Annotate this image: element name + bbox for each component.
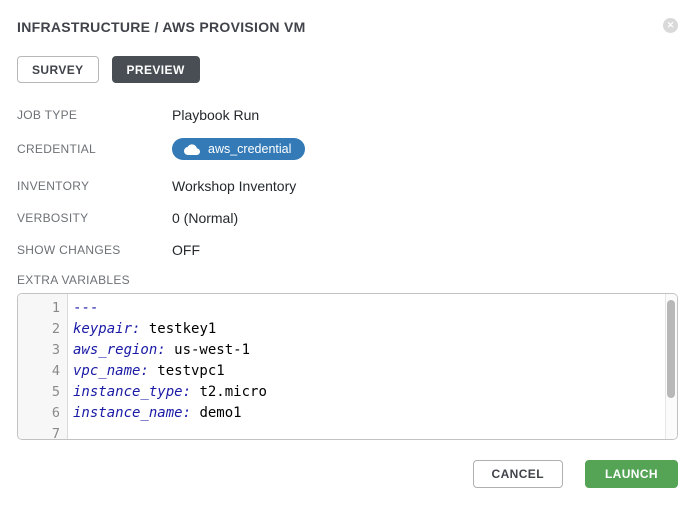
yaml-key: instance_type: [73, 384, 192, 400]
line-number: 7 [51, 426, 60, 440]
yaml-key: keypair: [73, 321, 141, 337]
verbosity-label: VERBOSITY [17, 211, 89, 225]
extra-variables-editor[interactable]: 1 --- 2 keypair: testkey1 3 aws_region: … [17, 293, 678, 440]
tab-preview[interactable]: PREVIEW [111, 56, 200, 83]
job-type-label: JOB TYPE [17, 108, 78, 122]
yaml-value: testvpc1 [148, 363, 225, 379]
editor-line: 3 aws_region: us-west-1 [18, 340, 677, 361]
editor-gutter [18, 294, 68, 439]
yaml-value: us-west-1 [165, 342, 251, 358]
page-title: INFRASTRUCTURE / AWS PROVISION VM [17, 19, 306, 35]
show-changes-label: SHOW CHANGES [17, 243, 121, 257]
editor-scrollbar-thumb[interactable] [667, 300, 675, 398]
editor-line: 6 instance_name: demo1 [18, 403, 677, 424]
cloud-icon [184, 143, 200, 155]
line-number: 5 [51, 384, 60, 400]
modal-footer: CANCEL LAUNCH [17, 460, 678, 488]
line-number: 3 [51, 342, 60, 358]
show-changes-value: OFF [172, 242, 200, 258]
field-row-credential: CREDENTIAL aws_credential [17, 138, 678, 160]
editor-line: 7 [18, 424, 677, 440]
yaml-doc-start: --- [73, 300, 99, 316]
close-icon[interactable]: ✕ [663, 18, 678, 33]
extra-variables-label: EXTRA VARIABLES [17, 273, 130, 287]
editor-lines: 1 --- 2 keypair: testkey1 3 aws_region: … [18, 294, 677, 440]
inventory-value: Workshop Inventory [172, 178, 297, 194]
editor-line: 4 vpc_name: testvpc1 [18, 361, 677, 382]
editor-line: 2 keypair: testkey1 [18, 319, 677, 340]
editor-line: 1 --- [18, 298, 677, 319]
yaml-key: aws_region: [73, 342, 166, 358]
field-row-verbosity: VERBOSITY 0 (Normal) [17, 209, 678, 227]
verbosity-value: 0 (Normal) [172, 210, 239, 226]
line-number: 4 [51, 363, 60, 379]
line-number: 6 [51, 405, 60, 421]
field-row-inventory: INVENTORY Workshop Inventory [17, 177, 678, 195]
credential-badge-label: aws_credential [208, 142, 292, 156]
credential-label: CREDENTIAL [17, 142, 97, 156]
job-details: JOB TYPE Playbook Run CREDENTIAL aws_cre… [17, 106, 678, 259]
launch-button[interactable]: LAUNCH [584, 460, 678, 488]
yaml-value: t2.micro [191, 384, 267, 400]
tab-survey[interactable]: SURVEY [17, 56, 99, 83]
inventory-label: INVENTORY [17, 179, 90, 193]
job-type-value: Playbook Run [172, 107, 260, 123]
field-row-show-changes: SHOW CHANGES OFF [17, 241, 678, 259]
yaml-value: demo1 [191, 405, 242, 421]
line-number: 2 [51, 321, 60, 337]
field-row-job-type: JOB TYPE Playbook Run [17, 106, 678, 124]
editor-line: 5 instance_type: t2.micro [18, 382, 677, 403]
modal-header: INFRASTRUCTURE / AWS PROVISION VM ✕ [17, 17, 678, 35]
editor-scrollbar-track[interactable] [665, 294, 677, 439]
credential-badge[interactable]: aws_credential [172, 138, 306, 160]
tab-bar: SURVEY PREVIEW [17, 56, 678, 83]
cancel-button[interactable]: CANCEL [472, 460, 563, 488]
yaml-value: testkey1 [140, 321, 217, 337]
yaml-key: instance_name: [73, 405, 192, 421]
line-number: 1 [51, 300, 60, 316]
yaml-key: vpc_name: [73, 363, 149, 379]
